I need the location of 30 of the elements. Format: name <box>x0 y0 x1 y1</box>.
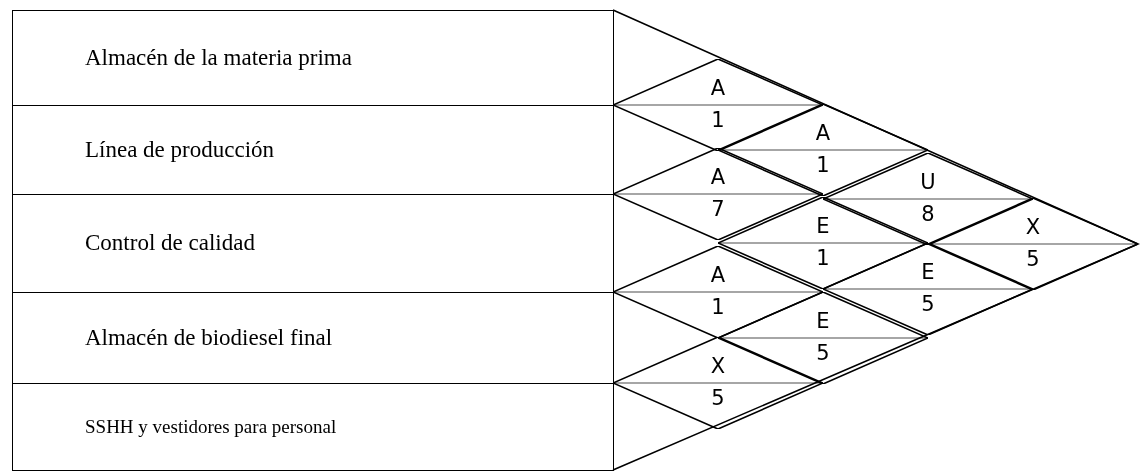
area-row <box>12 194 614 293</box>
closeness-code: A <box>709 78 727 99</box>
closeness-code: E <box>815 216 831 237</box>
closeness-code: A <box>814 122 832 144</box>
area-name: Control de calidad <box>85 229 255 258</box>
area-name: SSHH y vestidores para personal <box>85 414 337 439</box>
reason-code: 5 <box>815 342 831 364</box>
reason-code: 1 <box>815 154 831 176</box>
reason-code: 8 <box>920 203 936 225</box>
reason-code: 5 <box>710 388 726 409</box>
area-row <box>12 10 614 106</box>
closeness-code: U <box>919 171 937 193</box>
area-row <box>12 292 614 384</box>
reason-code: 1 <box>815 248 831 269</box>
closeness-code: E <box>920 261 936 283</box>
closeness-code: E <box>815 310 831 332</box>
closeness-code: X <box>1024 217 1042 238</box>
area-row <box>12 105 614 195</box>
closeness-code: A <box>709 265 727 286</box>
reason-code: 1 <box>710 297 726 318</box>
area-row <box>12 383 614 471</box>
reason-code: 5 <box>920 293 936 315</box>
closeness-code: X <box>709 356 727 377</box>
reason-code: 7 <box>710 199 726 220</box>
area-name: Almacén de biodiesel final <box>85 323 333 352</box>
area-name: Línea de producción <box>85 135 275 164</box>
closeness-code: A <box>709 167 727 188</box>
reason-code: 1 <box>710 110 726 131</box>
area-name: Almacén de la materia prima <box>85 43 352 72</box>
reason-code: 5 <box>1025 249 1041 270</box>
